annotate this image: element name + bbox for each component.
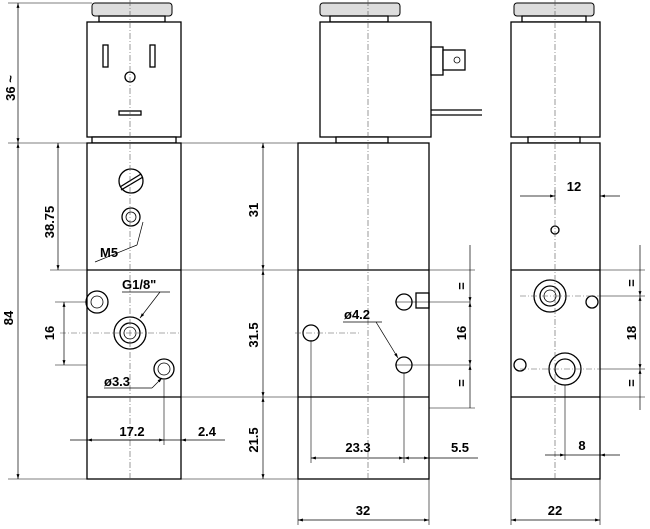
dim-body-31: 31 xyxy=(246,203,261,217)
side-body xyxy=(297,142,430,480)
dim-lower-215: 21.5 xyxy=(246,427,261,452)
front-knob xyxy=(91,2,173,17)
dim-width-172: 17.2 xyxy=(119,424,144,439)
dim-port-spacing-left: 16 xyxy=(42,326,57,340)
dim-offset-55: 5.5 xyxy=(451,440,469,455)
dim-port-spacing-mid: 16 xyxy=(454,326,469,340)
label-hole-42: ø4.2 xyxy=(344,307,370,322)
end-knob xyxy=(513,2,595,17)
end-side-hole-left xyxy=(513,358,527,372)
dim-top-12: 12 xyxy=(567,179,581,194)
dim-port-spacing-right: 18 xyxy=(624,326,639,340)
front-screw xyxy=(118,168,144,194)
dim-equal-lower: = xyxy=(454,379,469,387)
dim-offset-24: 2.4 xyxy=(198,424,217,439)
end-coil xyxy=(510,21,601,138)
dim-equal-upper: = xyxy=(454,282,469,290)
dim-coil-height: 36 ~ xyxy=(3,75,18,101)
dim-width-32: 32 xyxy=(356,503,370,518)
dim-total-height: 84 xyxy=(1,310,16,325)
front-m5-port xyxy=(121,207,141,227)
side-coil xyxy=(319,21,432,138)
dim-equal-right-lower: = xyxy=(624,379,639,387)
label-hole-33: ø3.3 xyxy=(104,374,130,389)
dim-offset-8: 8 xyxy=(578,438,585,453)
side-connector-tab xyxy=(430,46,444,76)
end-view: 12 18 = = 8 22 xyxy=(510,0,645,525)
side-knob xyxy=(319,2,401,17)
dim-equal-right-upper: = xyxy=(624,279,639,287)
dim-upper-body: 38.75 xyxy=(42,206,57,239)
dim-width-233: 23.3 xyxy=(345,440,370,455)
front-view: 36 ~ 84 38.75 16 M5 G1/8" ø3.3 17.2 2.4 xyxy=(1,0,225,480)
front-mount-hole xyxy=(153,358,175,380)
label-thread-g18: G1/8" xyxy=(122,277,156,292)
dim-width-22: 22 xyxy=(548,503,562,518)
dim-mid-315: 31.5 xyxy=(246,322,261,347)
side-view: 31 31.5 21.5 ø4.2 16 = = 23.3 5.5 32 xyxy=(181,0,482,525)
label-thread-m5: M5 xyxy=(100,245,118,260)
